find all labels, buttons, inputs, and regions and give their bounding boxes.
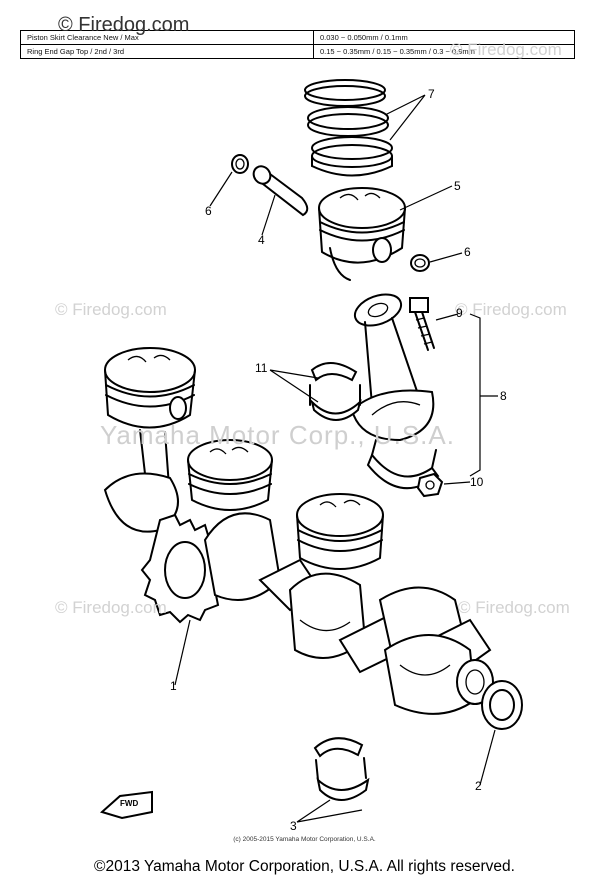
crankshaft: [203, 512, 494, 715]
connecting-rod-left: [103, 429, 179, 533]
spec-label: Ring End Gap Top / 2nd / 3rd: [20, 44, 314, 59]
callout-10: 10: [470, 475, 484, 489]
piston-pin: [252, 165, 309, 217]
watermark-top: © Firedog.com: [58, 14, 190, 36]
footer-copyright: ©2013 Yamaha Motor Corporation, U.S.A. A…: [94, 858, 515, 875]
piston-left: [104, 347, 196, 429]
callout-3: 3: [290, 819, 297, 833]
piston-pin-clip-upper: [231, 154, 249, 174]
callout-leaders: [174, 94, 498, 823]
forward-direction-arrow: [99, 790, 153, 820]
piston: [318, 187, 406, 281]
piston-right: [296, 493, 384, 570]
spec-row-ring-end-gap: Ring End Gap Top / 2nd / 3rd 0.15 ~ 0.35…: [20, 44, 575, 59]
callout-6-upper: 6: [205, 204, 212, 218]
connecting-rod: [350, 293, 435, 442]
callout-4: 4: [258, 233, 265, 247]
crankshaft-bearings: [313, 737, 370, 801]
spec-table: Piston Skirt Clearance New / Max 0.030 ~…: [20, 30, 575, 59]
piston-rings: [304, 79, 393, 177]
inner-copyright: (c) 2005-2015 Yamaha Motor Corporation, …: [233, 836, 376, 843]
connecting-rod-bearings: [309, 362, 362, 421]
piston-middle: [187, 439, 273, 511]
oil-seal: [481, 680, 523, 730]
spec-value: 0.15 ~ 0.35mm / 0.15 ~ 0.35mm / 0.3 ~ 0.…: [313, 44, 575, 59]
callout-5: 5: [454, 179, 461, 193]
piston-pin-clip-lower: [410, 254, 430, 272]
connecting-rod-nut: [416, 472, 444, 498]
callout-7: 7: [428, 87, 435, 101]
spec-row-piston-clearance: Piston Skirt Clearance New / Max 0.030 ~…: [20, 30, 575, 45]
spec-value: 0.030 ~ 0.050mm / 0.1mm: [313, 30, 575, 45]
callout-6-lower: 6: [464, 245, 471, 259]
connecting-rod-bolt: [409, 297, 435, 351]
callout-11: 11: [255, 361, 268, 375]
forward-direction-label: FWD: [120, 799, 139, 808]
callout-9: 9: [456, 306, 463, 320]
callout-1: 1: [170, 679, 177, 693]
callout-8: 8: [500, 389, 507, 403]
callout-2: 2: [475, 779, 482, 793]
